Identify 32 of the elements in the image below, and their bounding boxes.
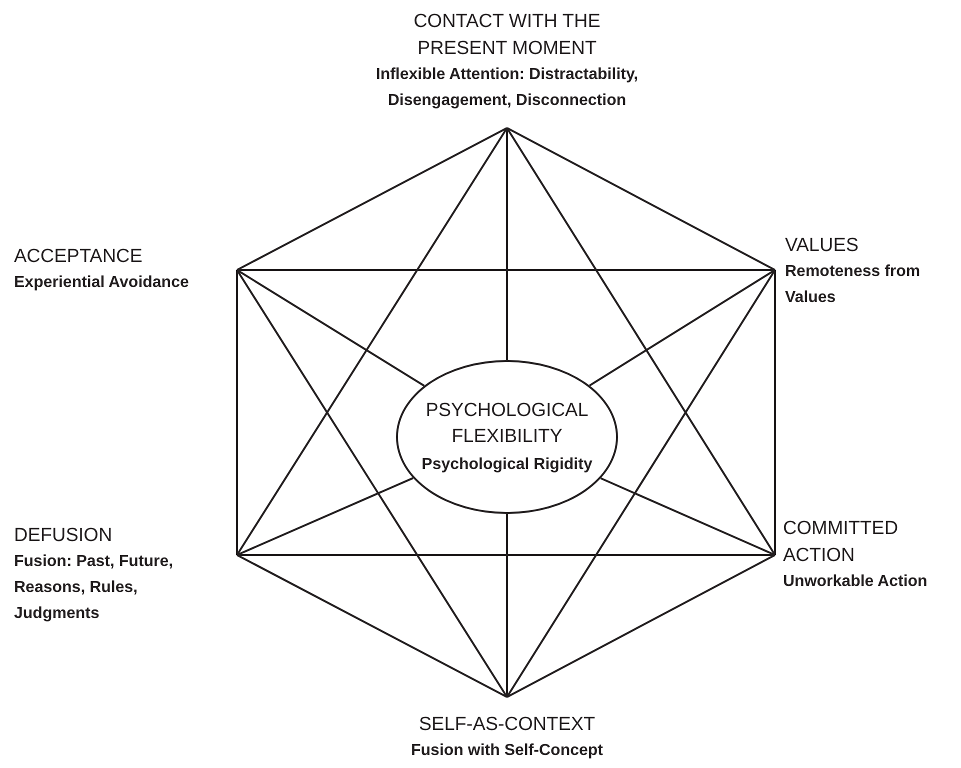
process-heading: SELF-AS-CONTEXT — [418, 713, 596, 737]
connector-line — [236, 477, 414, 556]
concept-heading: PSYCHOLOGICAL FLEXIBILITY — [424, 399, 590, 449]
connector-line — [236, 127, 508, 556]
process-heading: COMMITTED ACTION — [783, 517, 900, 568]
process-barrier: Inflexible Attention: Distractability, Disengagement, Disconnection — [374, 65, 640, 111]
process-barrier: Experiential Avoidance — [14, 273, 189, 293]
process-heading: CONTACT WITH THE PRESENT MOMENT — [412, 10, 602, 61]
connector-line — [774, 270, 776, 555]
connector-line — [237, 269, 775, 271]
connector-line — [236, 127, 508, 271]
connector-line — [236, 269, 508, 698]
connector-line — [236, 269, 425, 387]
connector-line — [237, 554, 775, 556]
connector-line — [589, 269, 776, 386]
process-heading: VALUES — [785, 234, 859, 258]
connector-line — [236, 554, 508, 698]
process-heading: ACCEPTANCE — [14, 245, 142, 269]
process-barrier: Fusion with Self-Concept — [411, 741, 603, 761]
process-barrier: Fusion: Past, Future, Reasons, Rules, Judgments — [14, 552, 174, 624]
connector-line — [600, 477, 776, 556]
concept-subtitle: Psychological Rigidity — [422, 455, 592, 475]
connector-line — [506, 127, 776, 271]
connector-line — [506, 127, 776, 556]
connector-line — [506, 128, 508, 360]
connector-line — [506, 554, 776, 698]
process-heading: DEFUSION — [14, 524, 112, 548]
connector-line — [236, 270, 238, 555]
connector-line — [506, 514, 508, 697]
process-barrier: Unworkable Action — [783, 572, 928, 592]
process-barrier: Remoteness from Values — [785, 262, 922, 308]
connector-line — [506, 269, 776, 698]
